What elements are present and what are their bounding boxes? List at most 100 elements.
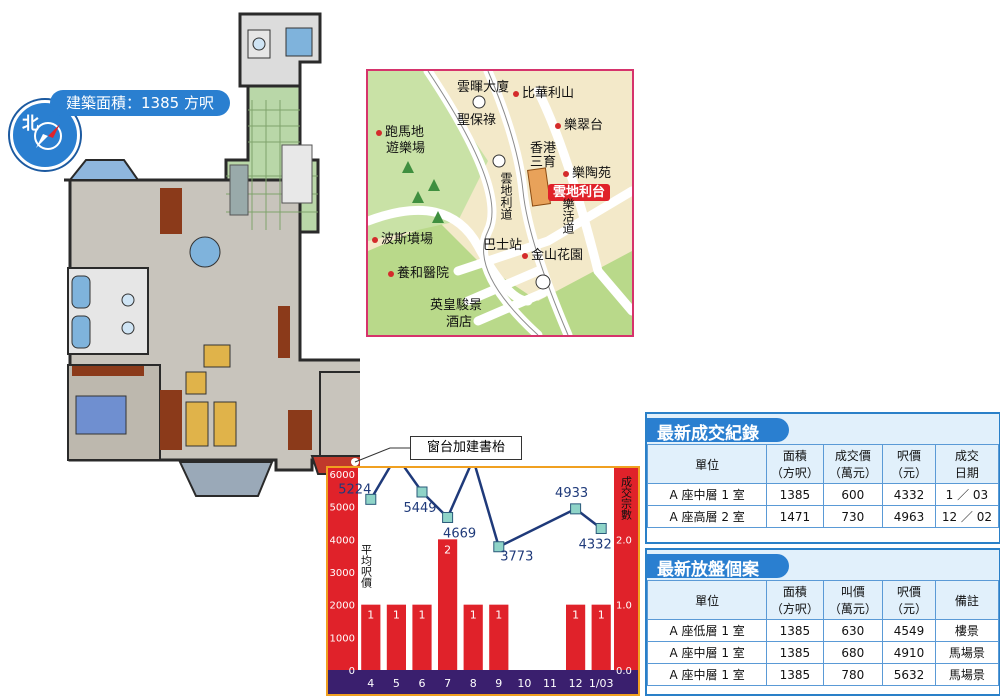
table-cell: 5632 <box>882 663 936 686</box>
table-cell: A 座高層 2 室 <box>647 505 768 528</box>
table-cell: 600 <box>822 483 884 506</box>
price-point <box>442 511 454 523</box>
table-cell: A 座中層 1 室 <box>647 663 768 686</box>
column-header-text: （方呎） <box>770 602 819 616</box>
right-axis-tick: 2.0 <box>616 535 632 546</box>
column-header: 面積 （方呎） <box>766 580 824 620</box>
map-label-text: 酒店 <box>446 315 473 330</box>
count-bar <box>361 604 381 670</box>
x-axis-tick: 9 <box>495 677 502 690</box>
map-label: 酒店 <box>446 311 472 330</box>
map-label: 波斯墳場 <box>372 228 433 247</box>
price-line <box>369 468 500 548</box>
map-marker-icon <box>522 252 528 259</box>
map-label-text: 遊樂場 <box>386 141 426 156</box>
table-cell: 680 <box>822 641 884 664</box>
map-label: 樂翠台 <box>555 114 603 133</box>
price-point-label: 4933 <box>555 486 588 501</box>
map-marker-icon <box>388 270 394 277</box>
location-map: 雲暉大廈比華利山聖保祿樂翠台跑馬地遊樂場香港三育樂陶苑雲地利台雲地利道樂活道波斯… <box>366 69 634 337</box>
map-label-text: 巴士站 <box>483 238 523 253</box>
count-bar-label: 1 <box>572 609 579 622</box>
column-header: 呎價（元） <box>882 580 936 620</box>
map-label-text: 金山花園 <box>531 248 584 263</box>
table-cell: 4549 <box>882 619 936 642</box>
price-point <box>493 541 505 553</box>
map-label-text: 樂活道 <box>561 198 575 234</box>
column-header-text: 面積 <box>782 585 807 599</box>
listings-title-bar <box>647 554 789 578</box>
table-cell: 1385 <box>766 619 824 642</box>
price-point <box>570 503 582 515</box>
left-axis-tick: 1000 <box>330 633 355 644</box>
table-header-row: 單位面積（方呎）成交價（萬元）呎價（元）成交日期 <box>647 444 999 484</box>
count-bar-label: 1 <box>495 609 502 622</box>
x-axis-tick: 5 <box>393 677 400 690</box>
left-axis-tick: 5000 <box>330 503 355 514</box>
right-axis-tick: 1.0 <box>616 601 632 612</box>
table-cell: 4910 <box>882 641 936 664</box>
column-header-text: 單位 <box>695 457 720 472</box>
compass-north-label: 北 <box>22 114 39 134</box>
map-marker-icon <box>513 90 519 97</box>
map-label: 比華利山 <box>513 82 574 101</box>
recent-deals-title-bar <box>647 418 789 442</box>
map-label: 遊樂場 <box>386 137 425 156</box>
listings-header: 最新放盤個案 <box>647 550 999 580</box>
map-marker-icon <box>555 122 561 129</box>
map-label-text: 養和醫院 <box>397 266 450 281</box>
count-bar <box>386 604 406 670</box>
table-header-row: 單位面積（方呎）叫價（萬元）呎價（元）備註 <box>647 580 999 620</box>
map-label-text: 三育 <box>530 155 557 170</box>
column-header: 面積（方呎） <box>766 444 824 484</box>
listings-title: 最新放盤個案 <box>657 560 759 580</box>
map-label-text: 香港 <box>530 141 557 156</box>
map-label-text: 比華利山 <box>522 86 575 101</box>
table-cell: 1385 <box>766 641 824 664</box>
left-axis-tick: 6000 <box>330 470 355 481</box>
count-bar <box>591 604 611 670</box>
map-label: 巴士站 <box>483 234 522 253</box>
table-cell: 1471 <box>766 505 824 528</box>
right-axis-label: 成交宗數 <box>620 476 633 521</box>
count-bar <box>438 539 458 670</box>
x-axis-tick: 11 <box>543 677 557 690</box>
right-axis-strip <box>614 468 638 670</box>
map-marker-icon <box>563 170 569 177</box>
map-label: 養和醫院 <box>388 262 449 281</box>
table-cell: 1385 <box>766 483 824 506</box>
left-axis-strip <box>328 468 358 670</box>
table-cell: A 座中層 1 室 <box>647 483 768 506</box>
map-label: 金山花園 <box>522 244 583 263</box>
map-label: 雲暉大廈 <box>457 76 509 95</box>
window-desk-callout: 窗台加建書枱 <box>410 436 522 460</box>
count-bar <box>489 604 509 670</box>
x-axis-tick: 10 <box>517 677 531 690</box>
column-header-text: 單位 <box>695 593 720 608</box>
column-header-text: 日期 <box>954 466 979 480</box>
table-cell: 4332 <box>882 483 936 506</box>
map-roads <box>368 71 632 335</box>
map-label: 跑馬地 <box>376 121 424 140</box>
column-header-text: 成交 <box>954 449 979 463</box>
table-cell: 4963 <box>882 505 936 528</box>
count-bar-label: 1 <box>598 609 605 622</box>
price-point-label: 4332 <box>579 537 612 552</box>
price-point <box>365 493 377 505</box>
price-point-label: 4669 <box>443 526 476 541</box>
count-bar <box>566 604 586 670</box>
recent-deals-title: 最新成交紀錄 <box>657 424 759 444</box>
column-header-text: 呎價 <box>896 585 921 599</box>
map-label-text: 樂陶苑 <box>572 166 612 181</box>
count-bar-label: 2 <box>444 543 451 556</box>
price-point-label: 5224 <box>338 482 371 497</box>
left-axis-tick: 3000 <box>330 568 355 579</box>
column-header-text: 備註 <box>954 593 979 608</box>
